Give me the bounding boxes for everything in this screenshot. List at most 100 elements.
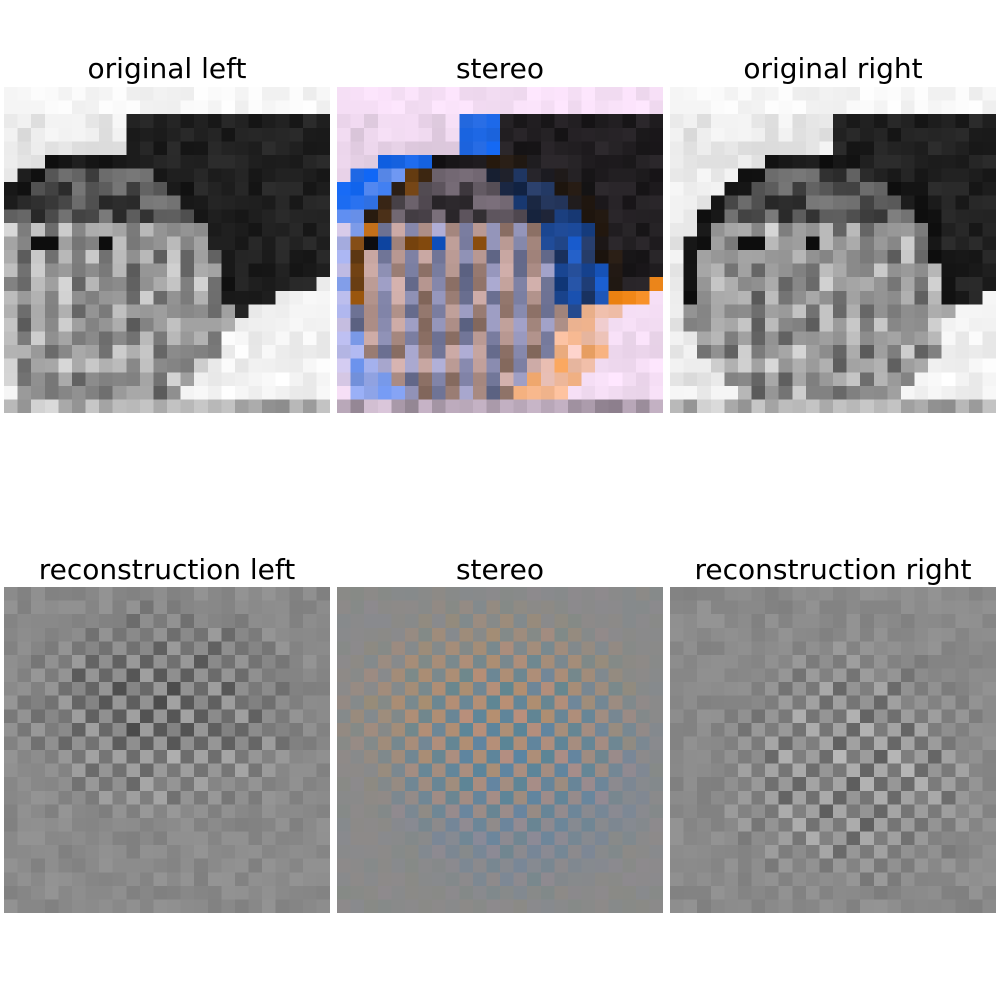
orig-stereo-pixel [445, 277, 460, 292]
orig-left-pixel [194, 195, 209, 210]
orig-left-pixel [4, 222, 18, 237]
recon-left-pixel [180, 885, 195, 900]
orig-stereo-pixel [418, 317, 433, 332]
recon-stereo-pixel [513, 885, 528, 900]
orig-left-pixel [289, 127, 304, 142]
orig-right-pixel [737, 236, 752, 251]
orig-left-pixel [262, 114, 276, 129]
orig-right-pixel [955, 304, 970, 319]
orig-right-pixel [819, 250, 834, 264]
recon-stereo-pixel [581, 899, 596, 913]
orig-stereo-pixel [527, 100, 542, 115]
recon-right-pixel [900, 804, 915, 819]
recon-left-pixel [139, 722, 154, 737]
recon-right-pixel [765, 817, 779, 832]
recon-stereo-pixel [622, 682, 637, 696]
recon-stereo-pixel [554, 831, 569, 846]
orig-right-pixel [887, 182, 902, 196]
orig-left-pixel [248, 182, 263, 196]
orig-stereo-pixel [500, 141, 514, 156]
orig-stereo-pixel [337, 195, 351, 210]
recon-right-pixel [805, 709, 820, 724]
orig-right-pixel [833, 250, 847, 264]
recon-right-pixel [819, 750, 834, 764]
orig-right-pixel [968, 168, 983, 183]
orig-left-pixel [207, 236, 222, 251]
orig-left-pixel [126, 168, 141, 183]
recon-right-pixel [724, 858, 739, 873]
recon-right-pixel [860, 722, 875, 737]
recon-left-pixel [207, 627, 222, 642]
orig-left-pixel [289, 290, 304, 305]
recon-right-pixel [819, 627, 834, 642]
orig-right-pixel [765, 304, 779, 319]
recon-left-pixel [302, 777, 317, 792]
recon-right-pixel [833, 641, 847, 656]
orig-stereo-pixel [364, 372, 379, 387]
recon-right-pixel [941, 817, 956, 832]
recon-stereo-pixel [350, 845, 365, 859]
orig-right-pixel [873, 263, 888, 278]
orig-stereo-pixel [404, 236, 419, 251]
orig-left-pixel [221, 331, 236, 346]
orig-left-pixel [221, 236, 236, 251]
orig-stereo-pixel [391, 399, 406, 413]
recon-right-pixel [778, 777, 793, 792]
recon-stereo-pixel [608, 790, 623, 805]
orig-left-pixel [316, 127, 330, 142]
orig-stereo-pixel [377, 385, 392, 400]
orig-stereo-pixel [432, 290, 446, 305]
orig-right-pixel [683, 114, 698, 129]
orig-stereo-pixel [554, 304, 569, 319]
recon-right-pixel [765, 885, 779, 900]
orig-left-pixel [85, 209, 100, 224]
recon-left-pixel [167, 709, 181, 724]
orig-right-pixel [860, 127, 875, 142]
orig-stereo-pixel [554, 209, 569, 224]
recon-right-pixel [751, 763, 766, 778]
recon-stereo-pixel [486, 668, 501, 683]
orig-left-pixel [126, 182, 141, 196]
recon-right-pixel [955, 736, 970, 751]
orig-stereo-pixel [337, 317, 351, 332]
orig-right-pixel [900, 236, 915, 251]
orig-left-pixel [262, 290, 276, 305]
recon-stereo-pixel [513, 709, 528, 724]
orig-right-pixel [968, 236, 983, 251]
orig-left-pixel [234, 331, 249, 346]
recon-stereo-pixel [391, 777, 406, 792]
orig-right-pixel [670, 250, 684, 264]
recon-left-pixel [167, 817, 181, 832]
recon-stereo-pixel [404, 668, 419, 683]
orig-stereo-pixel [635, 182, 650, 196]
recon-right-pixel [778, 587, 793, 601]
orig-right-pixel [751, 100, 766, 115]
orig-left-pixel [4, 372, 18, 387]
recon-stereo-pixel [513, 790, 528, 805]
recon-right-pixel [737, 709, 752, 724]
orig-left-pixel [112, 304, 127, 319]
recon-stereo-pixel [567, 695, 582, 710]
orig-stereo-pixel [418, 141, 433, 156]
orig-left-pixel [99, 385, 113, 400]
recon-left-pixel [85, 790, 100, 805]
recon-stereo-pixel [377, 709, 392, 724]
orig-stereo-pixel [445, 141, 460, 156]
orig-stereo-pixel [595, 372, 609, 387]
orig-stereo-pixel [513, 168, 528, 183]
orig-left-pixel [180, 304, 195, 319]
orig-right-pixel [968, 114, 983, 129]
recon-left-pixel [207, 736, 222, 751]
recon-right-pixel [670, 817, 684, 832]
recon-right-pixel [697, 831, 712, 846]
orig-right-pixel [765, 168, 779, 183]
orig-stereo-pixel [350, 87, 365, 101]
orig-left-pixel [194, 250, 209, 264]
recon-right-pixel [846, 858, 861, 873]
orig-stereo-pixel [635, 154, 650, 169]
recon-left-pixel [153, 682, 168, 696]
orig-stereo-pixel [377, 331, 392, 346]
orig-stereo-pixel [649, 141, 663, 156]
recon-right-pixel [928, 614, 942, 629]
orig-left-pixel [234, 358, 249, 373]
